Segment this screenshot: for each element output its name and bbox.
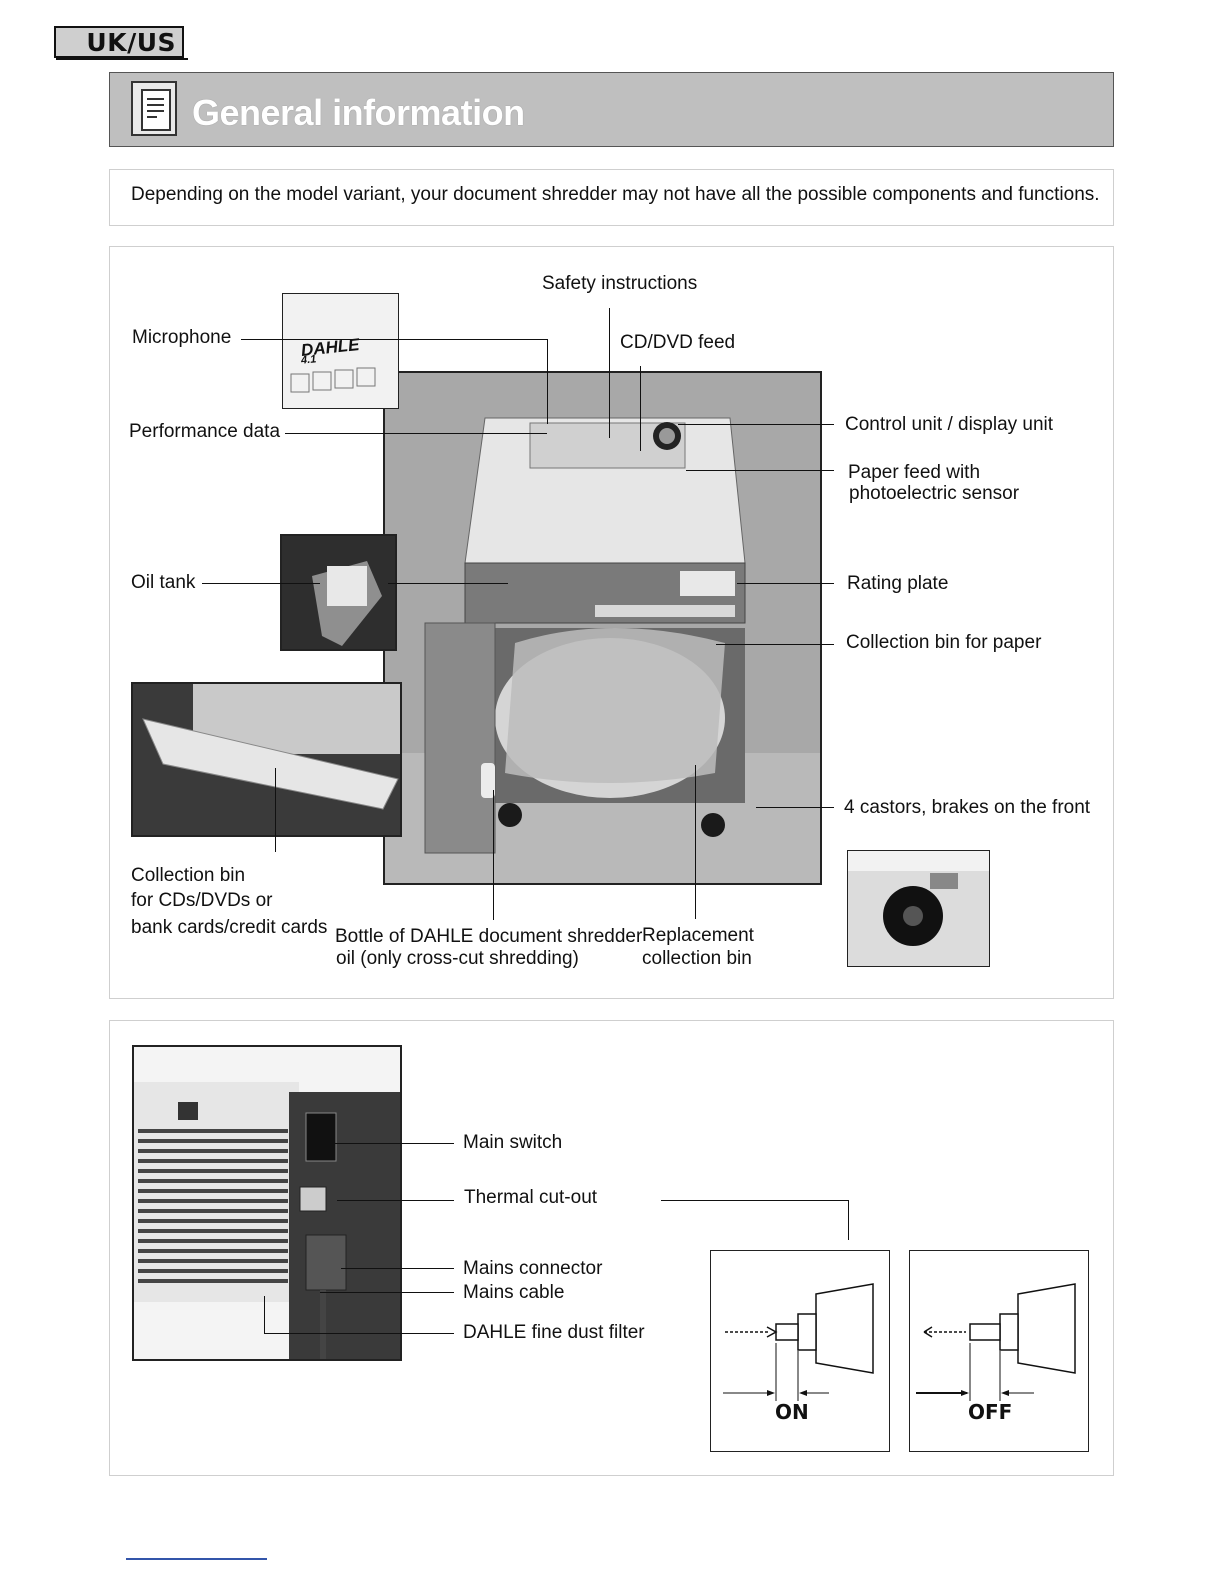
- label-performance-data: Performance data: [129, 421, 280, 443]
- rear-illustration: [134, 1047, 400, 1359]
- leader-line: [609, 308, 610, 438]
- leader-line: [264, 1333, 454, 1334]
- leader-line: [678, 424, 834, 425]
- leader-line: [661, 1200, 849, 1201]
- label-castors: 4 castors, brakes on the front: [844, 797, 1090, 819]
- label-paper-feed-line2: photoelectric sensor: [849, 483, 1019, 505]
- leader-line: [737, 583, 834, 584]
- leader-line: [264, 1296, 265, 1333]
- label-cd-bin-line2: for CDs/DVDs or: [131, 890, 272, 912]
- leader-line: [640, 366, 641, 451]
- leader-line: [848, 1200, 849, 1240]
- leader-line: [547, 339, 548, 424]
- leader-line: [756, 807, 834, 808]
- leader-line: [695, 765, 696, 919]
- thermal-off-diagram: OFF: [909, 1250, 1089, 1452]
- label-main-switch: Main switch: [463, 1132, 562, 1154]
- label-control-unit: Control unit / display unit: [845, 414, 1053, 436]
- label-cd-bin-line3: bank cards/credit cards: [131, 917, 327, 939]
- leader-line: [285, 433, 547, 434]
- leader-line: [493, 790, 494, 920]
- leader-line: [686, 470, 834, 471]
- language-tag: UK/US: [54, 26, 184, 58]
- label-bottle-line2: oil (only cross-cut shredding): [336, 948, 579, 970]
- off-label: OFF: [968, 1400, 1012, 1424]
- cd-bin-photo: [131, 682, 402, 837]
- leader-line: [322, 1143, 454, 1144]
- label-dust-filter: DAHLE fine dust filter: [463, 1322, 645, 1344]
- leader-line: [241, 339, 547, 340]
- label-bottle-line1: Bottle of DAHLE document shredder: [335, 926, 642, 948]
- label-mains-cable: Mains cable: [463, 1282, 564, 1304]
- label-replacement-line2: collection bin: [642, 948, 752, 970]
- footer-link-underline: [126, 1558, 267, 1560]
- label-inset-photo: DAHLE 4.1: [282, 293, 399, 409]
- inset-icons: [283, 294, 398, 408]
- label-replacement-line1: Replacement: [642, 925, 754, 947]
- language-tag-label: UK/US: [86, 28, 176, 58]
- label-cd-feed: CD/DVD feed: [620, 332, 735, 354]
- label-cd-bin-line1: Collection bin: [131, 865, 245, 887]
- castor-illustration: [848, 851, 989, 966]
- label-microphone: Microphone: [132, 327, 231, 349]
- thermal-on-diagram: ON: [710, 1250, 890, 1452]
- label-thermal-cutout: Thermal cut-out: [464, 1187, 597, 1209]
- castor-photo: [847, 850, 990, 967]
- leader-line: [320, 1292, 454, 1293]
- label-paper-feed-line1: Paper feed with: [848, 462, 980, 484]
- leader-line: [341, 1268, 454, 1269]
- page-title: General information: [192, 92, 525, 134]
- leader-line: [388, 583, 508, 584]
- on-label: ON: [775, 1400, 809, 1424]
- rear-photo: [132, 1045, 402, 1361]
- intro-text: Depending on the model variant, your doc…: [131, 184, 1100, 206]
- oil-tank-illustration: [282, 536, 395, 649]
- leader-line: [275, 768, 276, 852]
- shredder-illustration: [385, 373, 822, 885]
- leader-line: [337, 1200, 454, 1201]
- leader-line: [716, 644, 834, 645]
- oil-tank-photo: [280, 534, 397, 651]
- cd-bin-illustration: [133, 684, 400, 835]
- leader-line: [202, 583, 320, 584]
- label-mains-connector: Mains connector: [463, 1258, 602, 1280]
- label-safety-instructions: Safety instructions: [542, 273, 697, 295]
- label-collection-bin-paper: Collection bin for paper: [846, 632, 1041, 654]
- label-rating-plate: Rating plate: [847, 573, 948, 595]
- document-icon: [131, 81, 177, 136]
- label-oil-tank: Oil tank: [131, 572, 195, 594]
